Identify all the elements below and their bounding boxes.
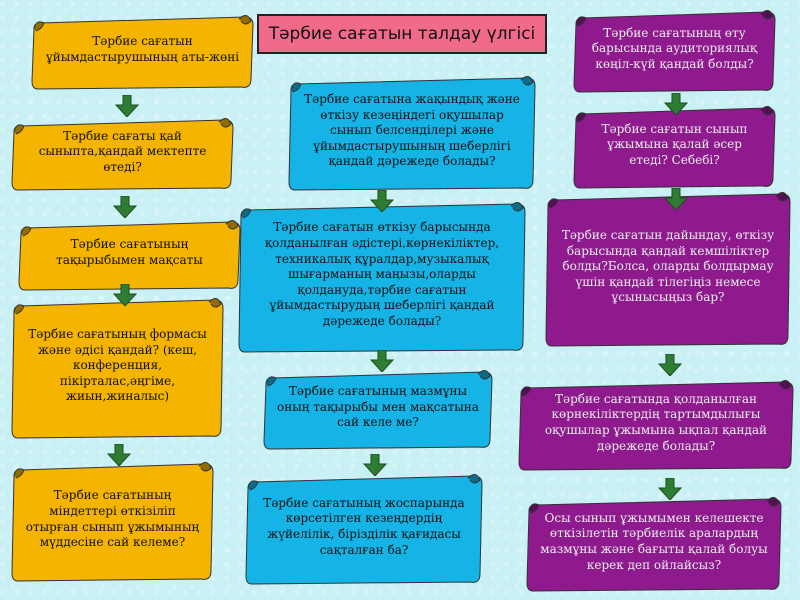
scroll-shape (526, 497, 782, 592)
left-box-4: Тәрбие сағатының формасы және әдісі қанд… (10, 296, 225, 442)
down-arrow-icon (115, 95, 139, 117)
middle-box-1: Тәрбие сағатына жақындық және өткізу кез… (287, 74, 537, 194)
middle-box-3: Тәрбие сағатының мазмұны оның тақырыбы м… (262, 368, 494, 453)
scroll-shape (573, 106, 776, 189)
down-arrow-icon (664, 93, 688, 115)
left-box-3: Тәрбие сағатының тақырыбымен мақсаты (17, 218, 242, 294)
down-arrow-icon (370, 190, 394, 212)
scroll-shape (11, 298, 224, 439)
middle-box-4: Тәрбие сағатының жоспарында көрсетілген … (244, 472, 484, 588)
scroll-shape (18, 220, 241, 291)
scroll-shape (288, 76, 536, 191)
diagram-title: Тәрбие сағатын талдау үлгісі (257, 14, 547, 54)
scroll-shape (245, 474, 483, 585)
down-arrow-icon (107, 444, 131, 466)
scroll-shape (31, 15, 254, 90)
down-arrow-icon (658, 478, 682, 500)
scroll-shape (11, 118, 234, 191)
right-box-2: Тәрбие сағатын сынып ұжымына қалай әсер … (572, 104, 777, 192)
right-box-5: Осы сынып ұжымымен келешекте өткізілетін… (525, 495, 783, 595)
down-arrow-icon (113, 196, 137, 218)
right-box-4: Тәрбие сағатында қолданылған көрнекілікт… (517, 378, 795, 474)
middle-box-2: Тәрбие сағатын өткізу барысында қолданыл… (237, 200, 527, 356)
left-box-2: Тәрбие сағаты қай сыныпта,қандай мектепт… (10, 116, 235, 194)
left-box-5: Тәрбие сағатының міндеттері өткізіліп от… (10, 460, 215, 585)
left-box-1: Тәрбие сағатын ұйымдастырушының аты-жөні (30, 13, 255, 93)
scroll-shape (238, 202, 526, 353)
scroll-shape (518, 380, 794, 471)
scroll-shape (545, 192, 791, 347)
down-arrow-icon (370, 350, 394, 372)
right-box-3: Тәрбие сағатын дайындау, өткізу барысынд… (544, 190, 792, 350)
down-arrow-icon (113, 284, 137, 306)
scroll-shape (11, 462, 214, 582)
scroll-shape (263, 370, 493, 450)
down-arrow-icon (658, 354, 682, 376)
scroll-shape (573, 10, 776, 93)
right-box-1: Тәрбие сағатының өту барысында аудитория… (572, 8, 777, 96)
down-arrow-icon (664, 188, 688, 210)
down-arrow-icon (363, 454, 387, 476)
